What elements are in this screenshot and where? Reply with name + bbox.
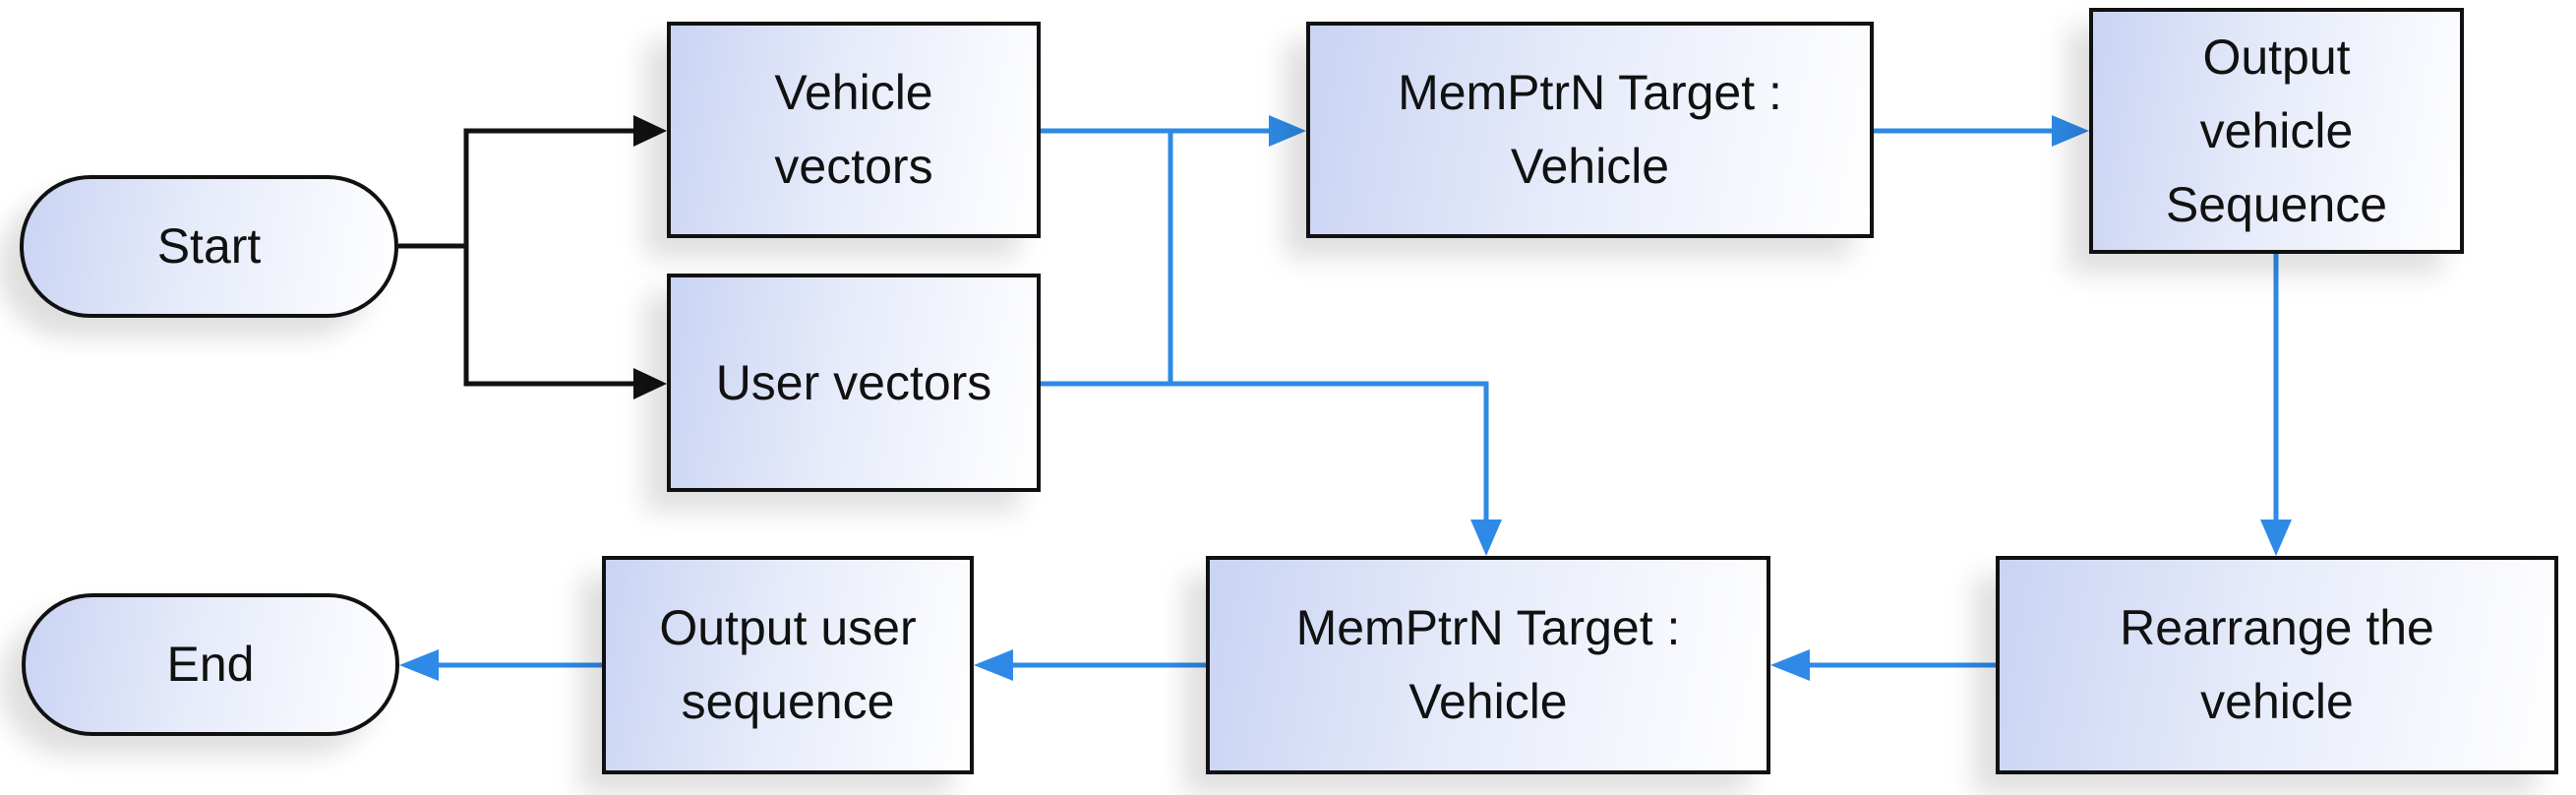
start-label: Start [156, 218, 262, 274]
start-terminal: Start [20, 175, 398, 318]
memptr-vehicle-top-box: MemPtrN Target : Vehicle [1306, 22, 1874, 238]
arrowhead-output-user [974, 649, 1013, 681]
rearrange-vehicle-box: Rearrange the vehicle [1996, 556, 2558, 774]
vehicle-vectors-label: Vehicle vectors [774, 65, 933, 194]
memptr-vehicle-bottom-label: MemPtrN Target : Vehicle [1295, 600, 1681, 729]
arrowhead-rearrange [2260, 520, 2292, 556]
arrowhead-memptr-bottom-left [1770, 649, 1810, 681]
arrowhead-output-vehicle [2052, 115, 2089, 147]
arrowhead-memptr-bottom [1470, 520, 1502, 556]
vehicle-vectors-box: Vehicle vectors [667, 22, 1041, 238]
user-vectors-box: User vectors [667, 274, 1041, 492]
end-label: End [166, 637, 255, 692]
user-vectors-to-memptr-bottom-arrow [1170, 381, 1489, 520]
output-vehicle-sequence-box: Output vehicle Sequence [2089, 8, 2464, 254]
output-vehicle-sequence-label: Output vehicle Sequence [2165, 29, 2388, 232]
arrowhead-user-vectors [633, 368, 667, 399]
end-terminal: End [22, 593, 399, 736]
memptr-vehicle-bottom-box: MemPtrN Target : Vehicle [1206, 556, 1770, 774]
arrowhead-end [399, 649, 439, 681]
memptr-vehicle-top-label: MemPtrN Target : Vehicle [1398, 65, 1782, 194]
output-user-sequence-label: Output user sequence [659, 600, 917, 729]
arrowhead-vehicle-vectors [633, 115, 667, 147]
rearrange-vehicle-label: Rearrange the vehicle [2120, 600, 2434, 729]
start-to-user-vectors-arrow [463, 246, 633, 387]
arrowhead-memptr-top [1269, 115, 1306, 147]
start-to-vehicle-vectors-arrow [463, 128, 633, 246]
output-user-sequence-box: Output user sequence [602, 556, 974, 774]
user-vectors-label: User vectors [715, 354, 992, 410]
user-vectors-to-merge-line [1041, 131, 1173, 387]
